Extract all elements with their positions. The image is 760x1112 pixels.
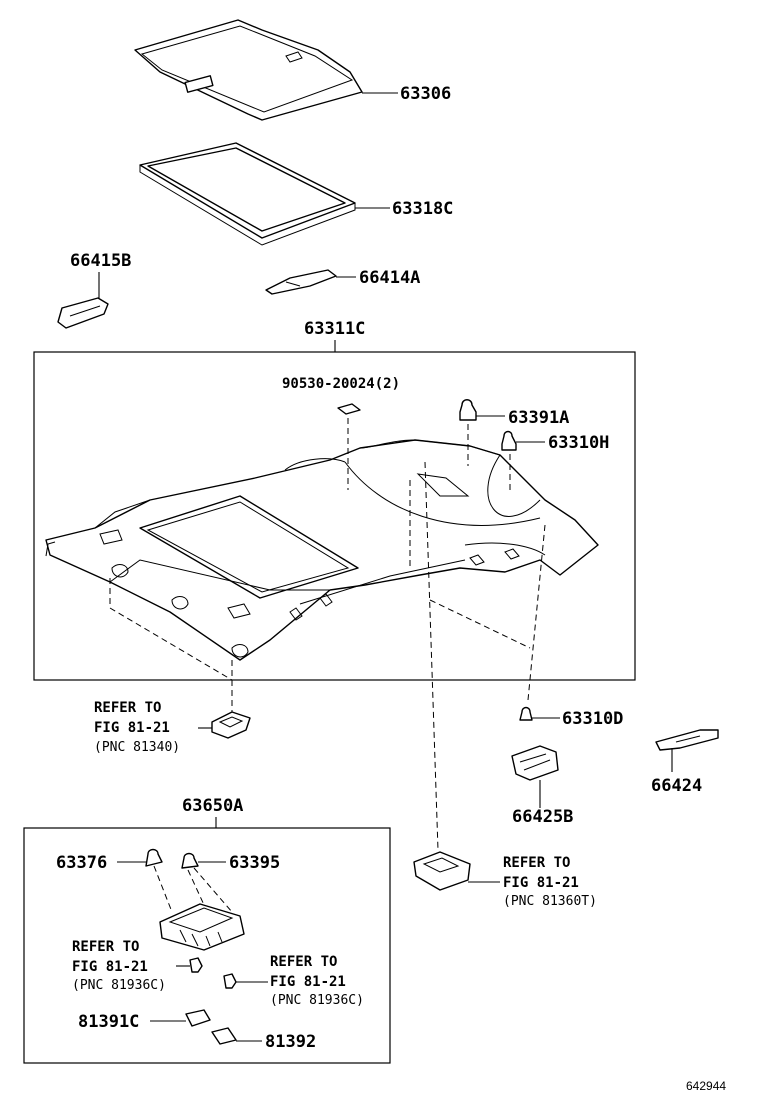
clip-63376[interactable] — [145, 848, 163, 867]
label-90530: 90530-20024(2) — [282, 376, 400, 392]
bracket-66425b[interactable] — [511, 745, 559, 781]
dome-lamp-81360t[interactable] — [413, 851, 471, 891]
label-66425b: 66425B — [512, 807, 573, 827]
label-63650a: 63650A — [182, 796, 243, 816]
label-66424: 66424 — [651, 776, 702, 796]
ref-81936c-a-line2: FIG 81-21 — [72, 959, 148, 975]
clip-90530[interactable] — [337, 403, 361, 415]
clip-63310h[interactable] — [501, 430, 517, 451]
label-63391a: 63391A — [508, 408, 569, 428]
ref-81340-line1: REFER TO — [94, 700, 161, 716]
label-63306: 63306 — [400, 84, 451, 104]
sunshade-panel-63306[interactable] — [134, 19, 363, 121]
ref-81936c-b-line3: (PNC 81936C) — [270, 993, 364, 1008]
console-assembly-box — [23, 827, 391, 1064]
label-63318c: 63318C — [392, 199, 453, 219]
ref-81360t-line2: FIG 81-21 — [503, 875, 579, 891]
lens-81392[interactable] — [211, 1027, 237, 1045]
label-66415b: 66415B — [70, 251, 131, 271]
ref-81936c-b-line1: REFER TO — [270, 954, 337, 970]
label-81392: 81392 — [265, 1032, 316, 1052]
headlining-assembly-box — [33, 351, 636, 681]
ref-81360t-line1: REFER TO — [503, 855, 570, 871]
ref-81936c-a-line3: (PNC 81936C) — [72, 978, 166, 993]
weatherstrip-63318c[interactable] — [139, 142, 356, 246]
roof-headlining-63311c[interactable] — [45, 439, 599, 661]
bulb-81936c-a[interactable] — [189, 957, 203, 973]
ref-81936c-b-line2: FIG 81-21 — [270, 974, 346, 990]
label-63376: 63376 — [56, 853, 107, 873]
ref-81340-line3: (PNC 81340) — [94, 740, 180, 755]
assist-grip-66424[interactable] — [655, 729, 719, 751]
ref-81360t-line3: (PNC 81360T) — [503, 894, 597, 909]
ref-81340-line2: FIG 81-21 — [94, 720, 170, 736]
label-63395: 63395 — [229, 853, 280, 873]
assist-grip-66415b[interactable] — [57, 297, 109, 329]
roof-console-63650a[interactable] — [159, 903, 245, 951]
label-63310d: 63310D — [562, 709, 623, 729]
ref-81936c-a-line1: REFER TO — [72, 939, 139, 955]
clip-63310d[interactable] — [519, 706, 533, 721]
label-63311c: 63311C — [304, 319, 365, 339]
label-81391c: 81391C — [78, 1012, 139, 1032]
assist-grip-66414a[interactable] — [265, 269, 337, 295]
lens-81391c[interactable] — [185, 1009, 211, 1027]
label-63310h: 63310H — [548, 433, 609, 453]
illustration-code: 642944 — [686, 1079, 726, 1093]
label-66414a: 66414A — [359, 268, 420, 288]
clip-63391a[interactable] — [459, 399, 477, 421]
clip-63395[interactable] — [181, 852, 199, 869]
bulb-81936c-b[interactable] — [223, 973, 237, 989]
map-lamp-81340[interactable] — [211, 711, 251, 739]
